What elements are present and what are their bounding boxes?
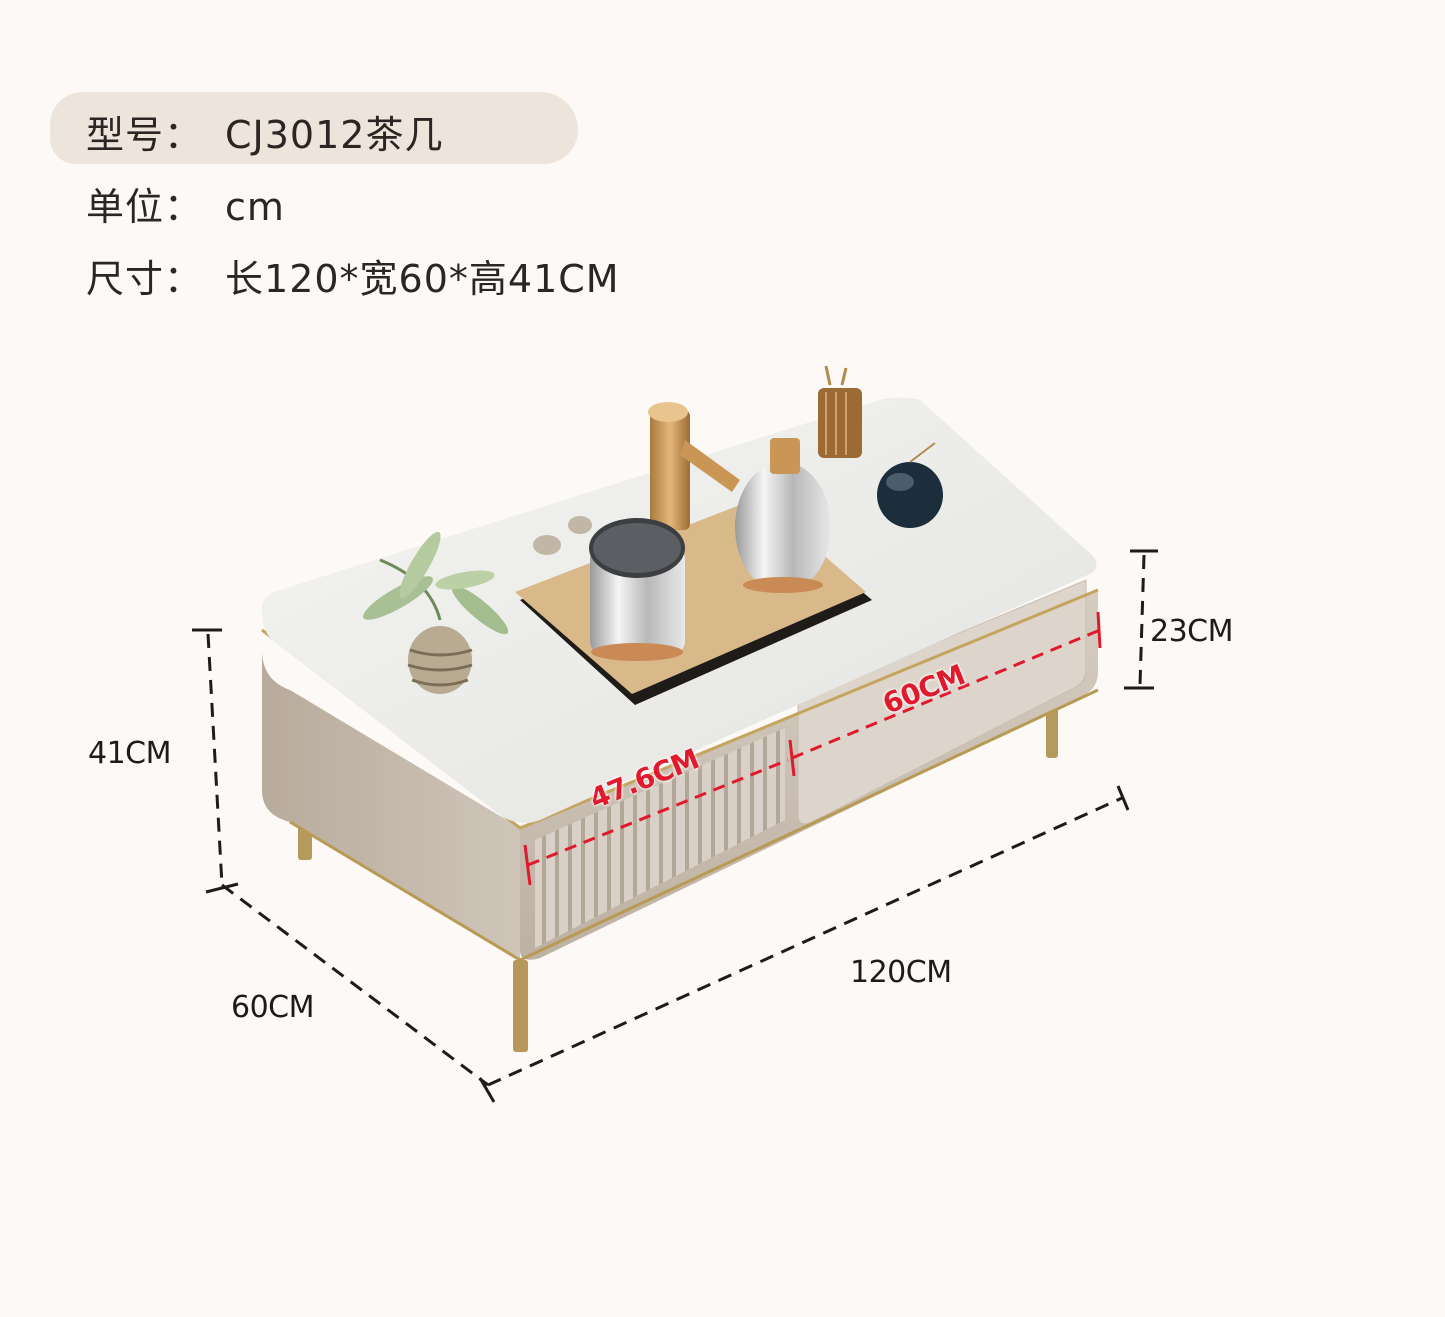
red-dimension-lines (523, 611, 1102, 886)
drawer-height-label: 23CM (1150, 614, 1234, 649)
side-panel (262, 625, 520, 960)
length-label: 120CM (850, 955, 952, 990)
spec-unit: 单位： cm (86, 176, 285, 231)
tea-pot (589, 518, 685, 661)
spec-block: 型号： CJ3012茶几 单位： cm 尺寸： 长120*宽60*高41CM (0, 0, 720, 320)
gold-trim-bottom (289, 688, 1099, 962)
tea-kettle (735, 438, 831, 593)
height-total-label: 41CM (88, 736, 172, 771)
title-highlight (50, 92, 578, 164)
spec-unit-label: 单位： (86, 185, 204, 229)
spec-size: 尺寸： 长120*宽60*高41CM (86, 248, 620, 303)
plain-drawer (797, 579, 1087, 825)
spec-unit-value: cm (225, 185, 285, 229)
potted-plant (363, 531, 509, 694)
spec-size-label: 尺寸： (86, 257, 204, 301)
ribbed-drawer (535, 728, 785, 948)
decorative-ball (877, 442, 943, 528)
utensil-holder (818, 365, 862, 458)
tea-cups (533, 516, 592, 555)
dimension-lines (192, 549, 1158, 1103)
spec-model-label: 型号： (86, 113, 204, 157)
spec-size-value: 长120*宽60*高41CM (225, 257, 620, 301)
spec-model-value: CJ3012茶几 (225, 113, 444, 157)
depth-label: 60CM (231, 990, 315, 1025)
water-faucet (648, 402, 740, 530)
spec-model: 型号： CJ3012茶几 (86, 104, 443, 159)
